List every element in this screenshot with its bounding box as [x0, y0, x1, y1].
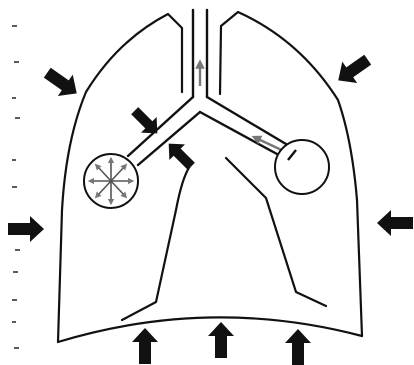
inner-pressure-arrow [127, 103, 165, 141]
margin-ticks [12, 26, 20, 348]
external-pressure-arrow [40, 62, 84, 104]
airflow-arrows [200, 64, 290, 154]
alveolus-expanding [84, 154, 138, 208]
external-pressure-arrow [285, 329, 311, 365]
alveolus-collapsed [275, 140, 329, 194]
external-pressure-arrow [132, 328, 158, 364]
diaphragm [58, 317, 362, 342]
left-bronchus [128, 97, 200, 165]
external-pressure-arrow [208, 322, 234, 358]
external-pressure-arrow [8, 216, 44, 242]
external-pressure-arrow [377, 210, 413, 236]
external-pressure-arrow [331, 49, 375, 91]
